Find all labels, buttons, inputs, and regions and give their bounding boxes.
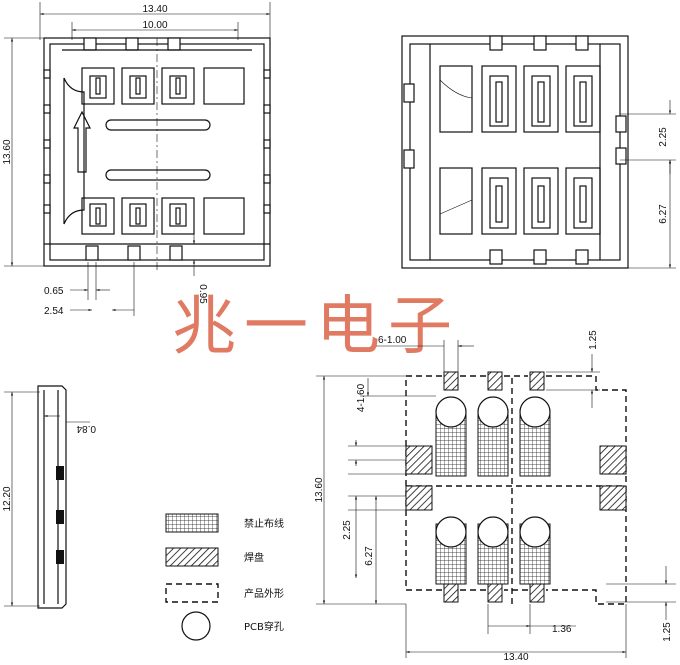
legend-keepout-label: 禁止布线 [244, 517, 284, 530]
top-view: 13.40 10.00 13.60 [2, 2, 271, 317]
right-lower-dim: 6.27 [658, 204, 669, 224]
top-height-dim: 13.60 [2, 139, 13, 164]
side-thickness-dim: 0.84 [76, 423, 96, 434]
fp-pad-top-dim: 1.25 [588, 330, 599, 350]
top-pitch-dim: 2.54 [44, 306, 64, 317]
top-width-dim: 13.40 [142, 4, 167, 15]
right-upper-dim: 2.25 [658, 127, 669, 147]
fp-left-b-dim: 6.27 [364, 546, 375, 566]
legend-hole-swatch [181, 611, 211, 641]
legend-keepout-swatch [165, 513, 219, 533]
legend-outline-swatch [165, 583, 219, 603]
top-pin-ext-dim: 0.95 [197, 284, 208, 304]
fp-pitch-dim: 1.36 [552, 624, 572, 635]
legend-hole-label: PCB穿孔 [244, 620, 284, 633]
legend-pad-swatch [165, 547, 219, 567]
fp-height-dim: 13.60 [314, 477, 325, 502]
side-length-dim: 12.20 [2, 486, 13, 511]
side-view: 12.20 0.84 [2, 385, 96, 609]
legend-pad-label: 焊盘 [244, 551, 264, 564]
company-watermark: 兆一电子 [172, 290, 460, 364]
top-pin-width-dim: 0.65 [44, 286, 64, 297]
top-contact-span-dim: 10.00 [142, 20, 167, 31]
fp-pad-bottom-dim: 1.25 [662, 622, 673, 642]
fp-holes-dim: 4-1.60 [356, 383, 367, 412]
legend-outline-label: 产品外形 [244, 587, 284, 600]
bottom-view: 2.25 6.27 [401, 35, 676, 269]
fp-left-a-dim: 2.25 [342, 520, 353, 540]
fp-width-dim: 13.40 [503, 652, 528, 663]
pcb-footprint: 6-1.00 1.25 4-1.60 13.60 2.25 6.27 1.36 [314, 330, 676, 663]
legend: 禁止布线 焊盘 产品外形 PCB穿孔 [165, 513, 284, 641]
fp-pads-dim: 6-1.00 [378, 335, 407, 346]
